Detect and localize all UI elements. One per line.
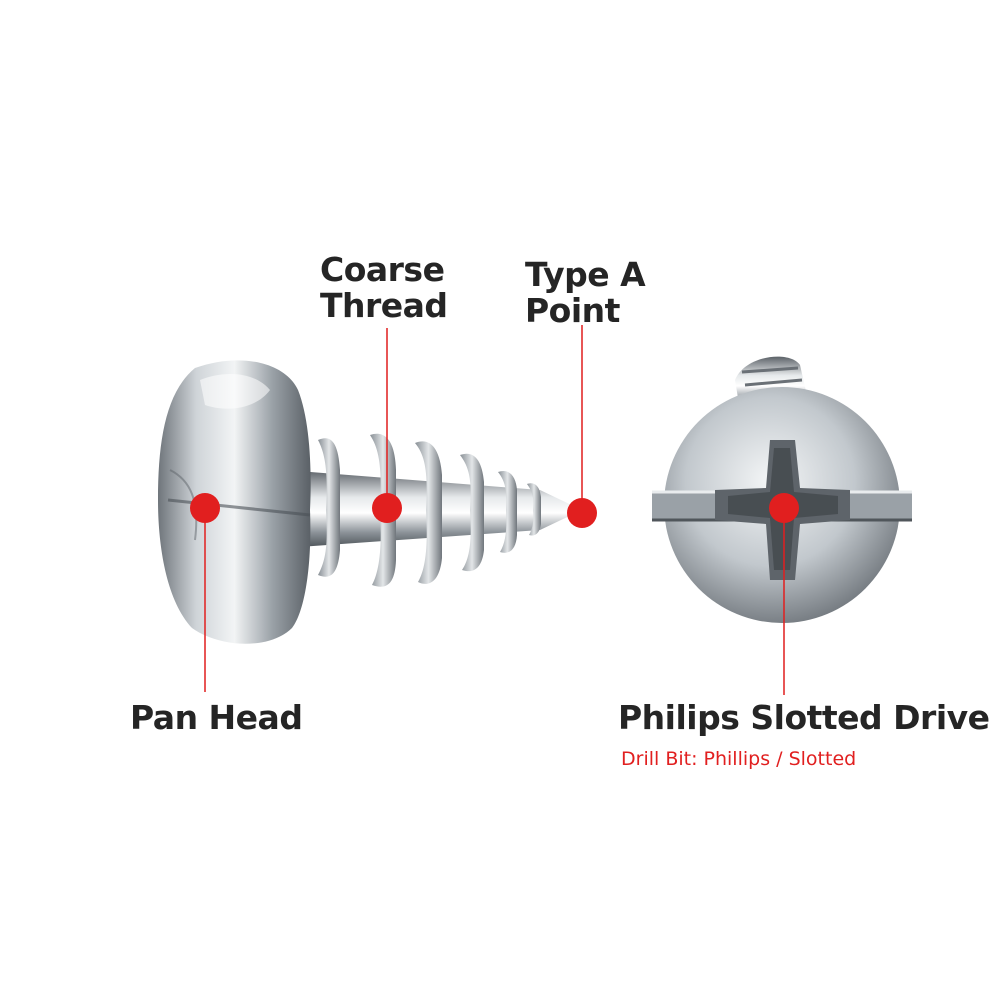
coarse-thread-label: Coarse Thread — [320, 252, 448, 324]
callout-lines — [204, 325, 785, 695]
drive-marker — [769, 493, 799, 523]
coarse-thread-marker — [372, 493, 402, 523]
pan-head-marker — [190, 493, 220, 523]
drive-label: Philips Slotted Drive — [618, 698, 990, 737]
pan-head-label: Pan Head — [130, 698, 303, 737]
drill-bit-note: Drill Bit: Phillips / Slotted — [621, 748, 857, 770]
type-a-point-marker — [567, 498, 597, 528]
type-a-point-label-line1: Type A — [525, 255, 646, 294]
type-a-point-label-line2: Point — [525, 291, 620, 330]
front-view-screw — [652, 356, 912, 623]
marker-dots — [190, 493, 799, 528]
side-view-screw — [158, 360, 582, 644]
type-a-point-label: Type A Point — [525, 255, 646, 330]
coarse-thread-label-line1: Coarse — [320, 250, 445, 289]
coarse-thread-label-line2: Thread — [320, 286, 448, 325]
